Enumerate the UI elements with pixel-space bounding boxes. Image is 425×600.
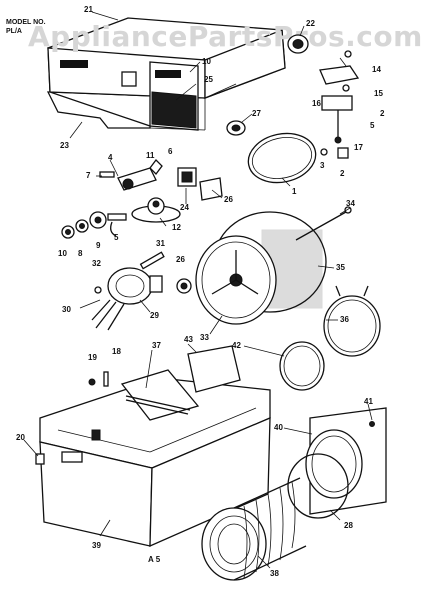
dryer-drum [195,206,352,325]
control-console-housing [46,17,286,131]
drum-seal-ring [279,341,325,391]
part-label-14: 14 [372,65,381,74]
part-label-26: 26 [224,195,233,204]
part-label-12: 12 [172,223,181,232]
part-label-38: 38 [270,569,279,578]
part-label-1: 1 [292,187,297,196]
part-label-2a: 2 [380,109,385,118]
switch-assembly [319,50,360,144]
part-label-36: 36 [340,315,349,324]
part-label-29: 29 [150,311,159,320]
knob-stack-parts [61,211,127,239]
part-label-10: 10 [202,57,211,66]
part-label-16: 16 [312,99,321,108]
part-label-39: 39 [92,541,101,550]
part-label-2b: 2 [340,169,345,178]
part-label-30: 30 [62,305,71,314]
flexible-duct [201,477,307,581]
part-label-40: 40 [274,423,283,432]
part-label-4: 4 [108,153,113,162]
part-label-22: 22 [306,19,315,28]
part-label-42: 42 [232,341,241,350]
part-label-26b: 26 [176,255,185,264]
gear-part [176,278,192,294]
part-label-34: 34 [346,199,355,208]
nameplate-line1: MODEL NO. [6,19,46,26]
part-label-7: 7 [86,171,91,180]
part-label-19: 19 [88,353,97,362]
part-number-labels: 21 22 10 25 14 15 16 2 5 17 23 27 3 2 1 … [16,5,385,578]
blower-wheel-part [131,197,181,223]
timer-motor [91,267,163,331]
part-label-33: 33 [200,333,209,342]
part-label-28: 28 [344,521,353,530]
part-label-5: 5 [370,121,375,130]
part-label-32: 32 [92,259,101,268]
part-label-11: 11 [146,151,155,160]
part-label-23: 23 [60,141,69,150]
baffle-panel [120,345,241,421]
heater-ring [323,285,381,357]
bracket-part [177,167,223,201]
callout-leaders [23,11,373,569]
part-label-8: 8 [78,249,83,258]
part-label-5b: 5 [114,233,119,242]
part-label-20: 20 [16,433,25,442]
nameplate-line2: PL/A [6,28,22,35]
part-label-9: 9 [96,241,101,250]
drive-belt [247,132,317,184]
diagram-footer-code: A 5 [148,555,161,564]
part-label-6: 6 [168,147,173,156]
part-label-17: 17 [354,143,363,152]
nut-part [337,147,349,159]
screw-parts [35,371,109,465]
part-label-18: 18 [112,347,121,356]
part-label-24: 24 [180,203,189,212]
part-label-37: 37 [152,341,161,350]
part-label-43: 43 [184,335,193,344]
motor-pulley-assembly [99,159,163,191]
duct-clamp [287,453,349,519]
part-label-41: 41 [364,397,373,406]
bracket-strap [139,251,165,270]
control-knob [226,120,246,136]
part-label-27: 27 [252,109,261,118]
cabinet-base [39,377,271,548]
washer-part [320,148,328,156]
part-label-25: 25 [204,75,213,84]
part-label-31: 31 [156,239,165,248]
part-label-10b: 10 [58,249,67,258]
part-label-3: 3 [320,161,325,170]
part-label-35: 35 [336,263,345,272]
part-label-15: 15 [374,89,383,98]
part-label-21: 21 [84,5,93,14]
watermark-text: AppliancePartsPros.com [28,20,423,53]
knob-part [287,34,309,54]
